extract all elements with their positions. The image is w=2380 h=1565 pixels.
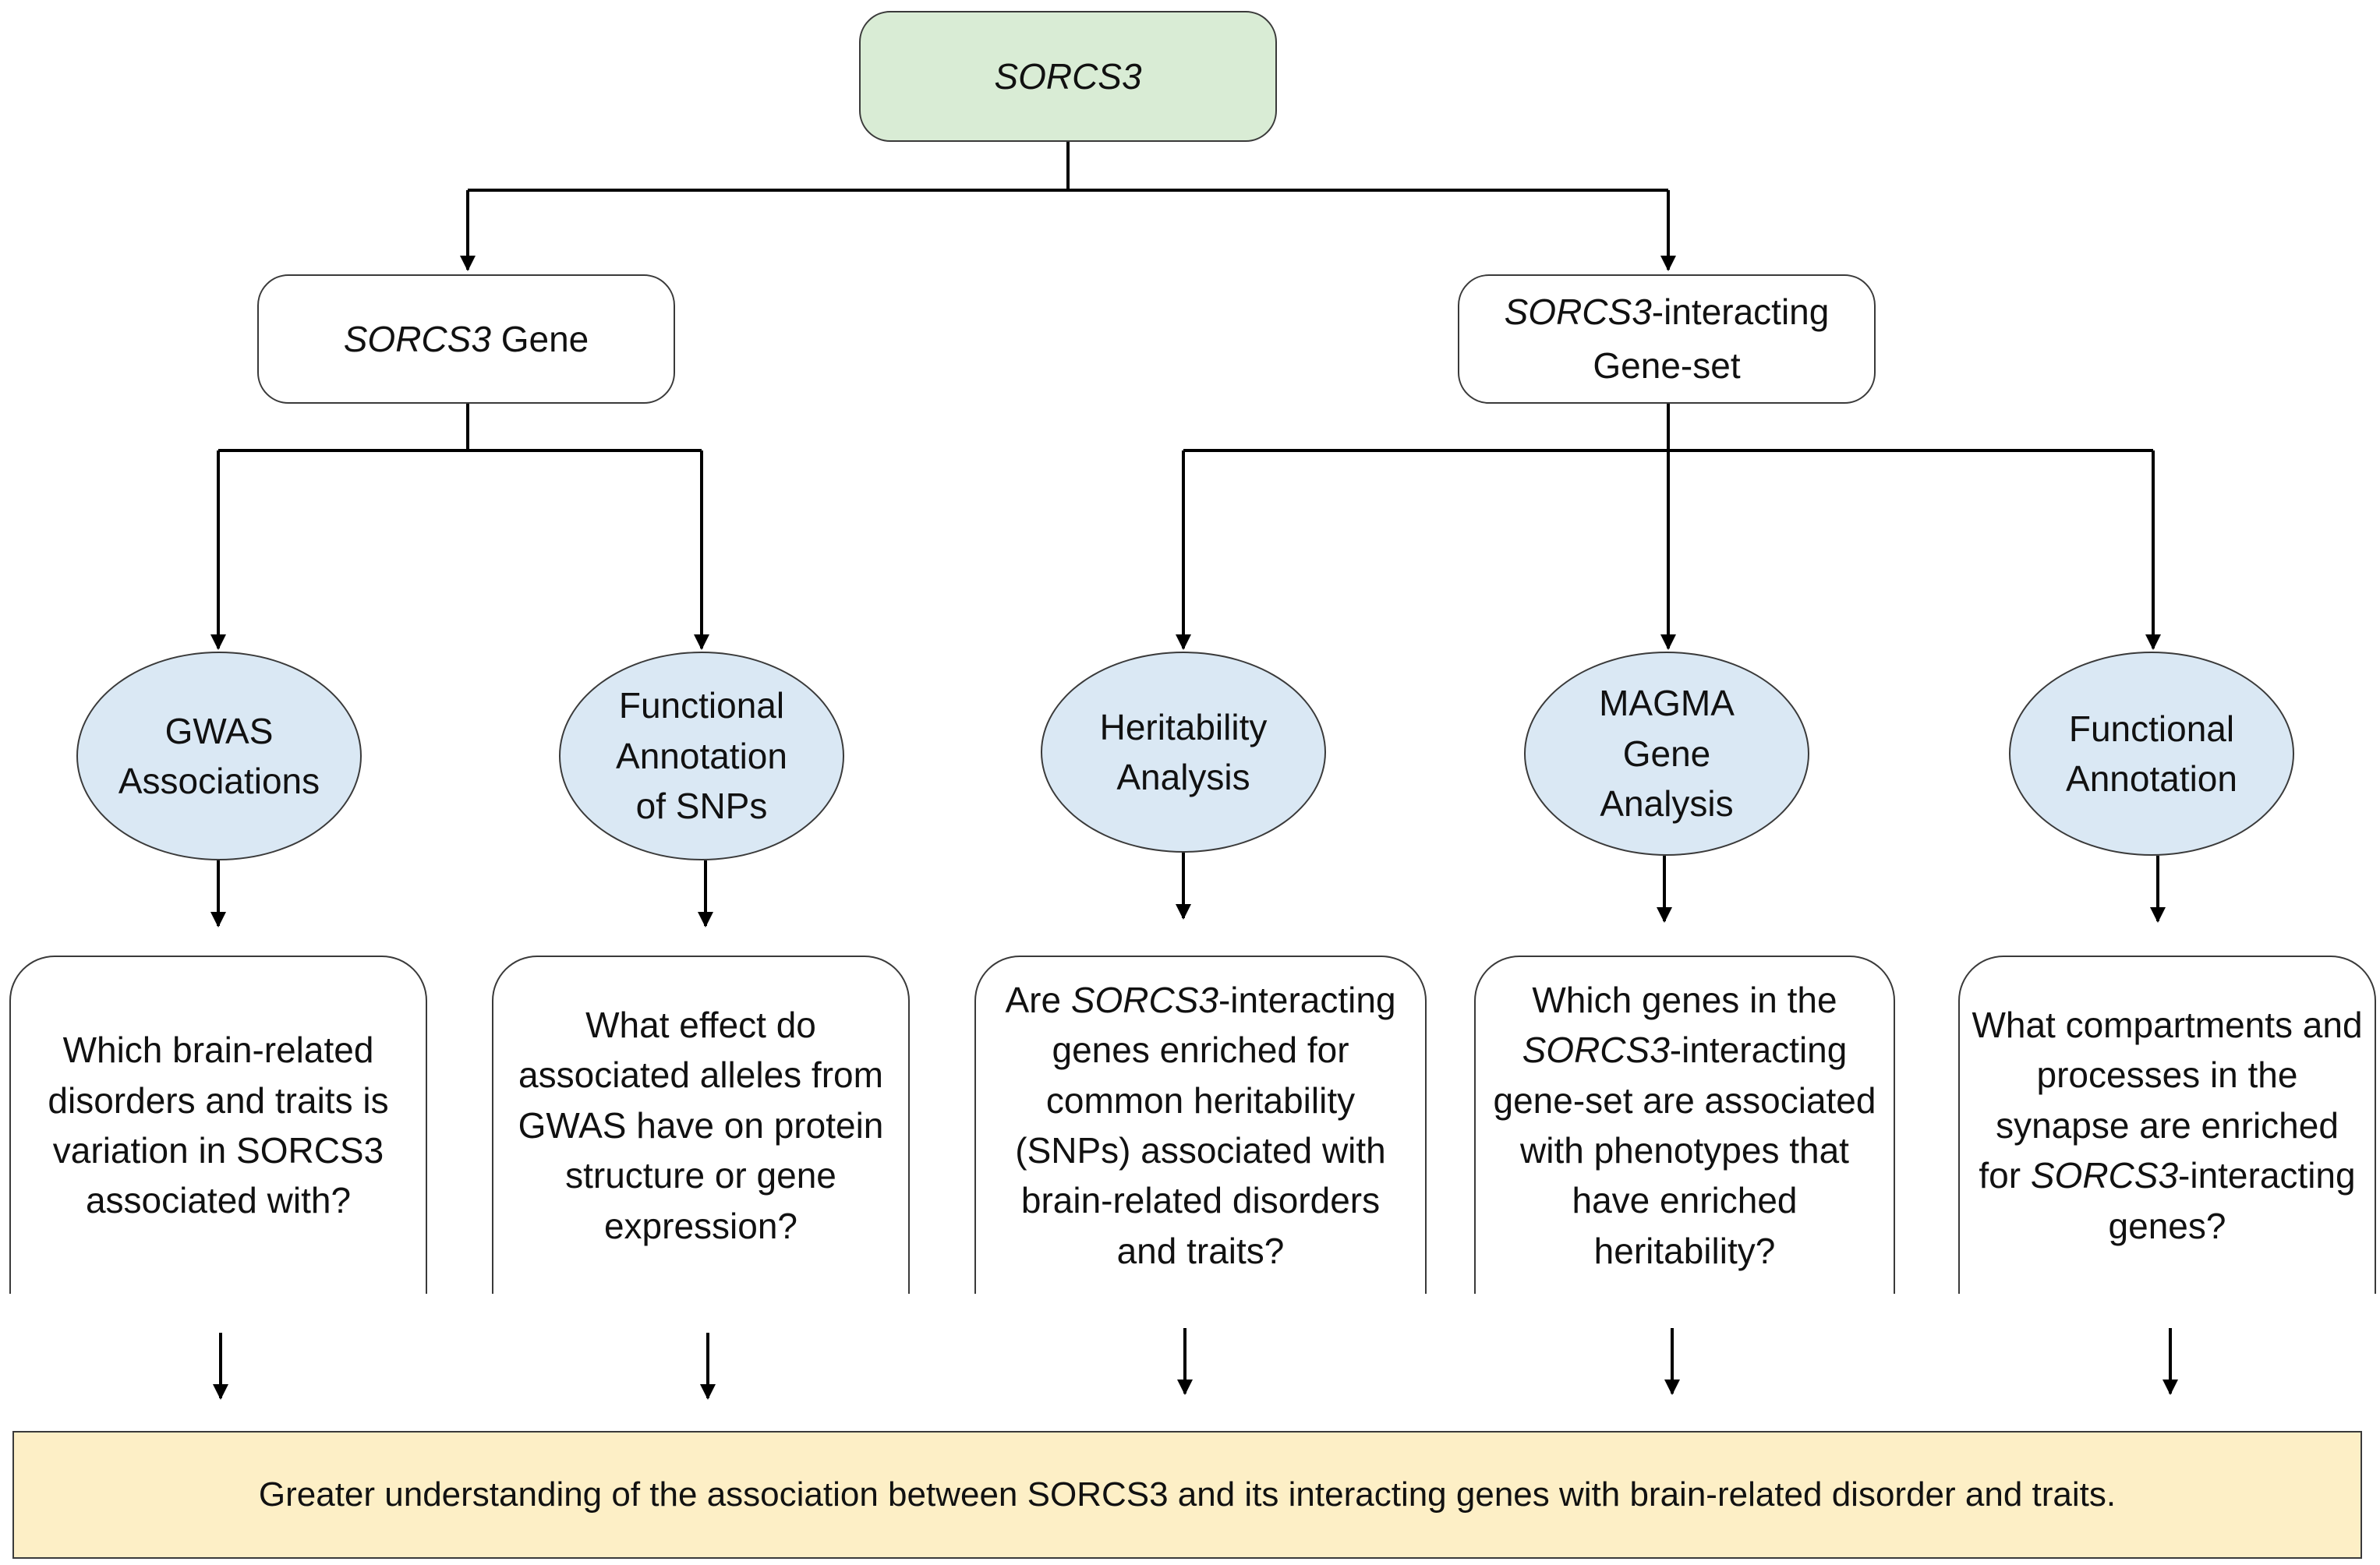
analysis-functional-annotation-of-snps: Functional Annotation of SNPs (559, 652, 844, 860)
analysis-magma-label: MAGMA Gene Analysis (1599, 683, 1735, 825)
analysis-functional-annotation: Functional Annotation (2009, 652, 2294, 856)
question-2-before: What effect do associated alleles from G… (518, 1005, 884, 1246)
branch-gene-set-line1: SORCS3-interacting (1505, 285, 1830, 339)
branch-node-sorcs3-gene-set: SORCS3-interacting Gene-set (1458, 274, 1876, 404)
analysis-snp-annotation-label: Functional Annotation of SNPs (616, 685, 787, 827)
question-1-before: Which brain-related disorders and traits… (48, 1030, 389, 1221)
branch-gene-label-rest: Gene (490, 318, 589, 359)
question-4-after: -interacting gene-set are associated wit… (1493, 1030, 1876, 1271)
branch-gene-label-wrap: SORCS3 Gene (344, 313, 589, 366)
branch-gene-set-line2: Gene-set (1593, 345, 1741, 386)
analysis-heritability: Heritability Analysis (1041, 652, 1326, 853)
root-node-sorcs3: SORCS3 (859, 11, 1277, 142)
analysis-gwas-label: GWAS Associations (118, 710, 320, 801)
question-4-text: Which genes in the SORCS3-interacting ge… (1487, 975, 1883, 1276)
branch-gene-label-italic: SORCS3 (343, 318, 491, 359)
question-3-before: Are (1005, 979, 1071, 1020)
question-1-text: Which brain-related disorders and traits… (22, 1025, 415, 1226)
question-2-text: What effect do associated alleles from G… (504, 1000, 897, 1251)
analysis-heritability-label: Heritability Analysis (1099, 706, 1268, 797)
question-3-after: -interacting genes enriched for common h… (1015, 979, 1396, 1271)
question-3-text: Are SORCS3-interacting genes enriched fo… (987, 975, 1414, 1276)
connector-gene-split (218, 404, 702, 452)
outcome-label: Greater understanding of the association… (258, 1475, 2117, 1514)
analysis-magma-gene: MAGMA Gene Analysis (1524, 652, 1809, 856)
branch-gene-set-label-rest: -interacting (1651, 291, 1830, 332)
question-5-italic: SORCS3 (2030, 1155, 2179, 1196)
branch-node-sorcs3-gene: SORCS3 Gene (257, 274, 675, 404)
connector-root-to-branches (468, 142, 1668, 192)
branch-gene-set-label-italic: SORCS3 (1504, 291, 1652, 332)
question-5-after: -interacting genes? (2108, 1155, 2356, 1246)
question-box-2: What effect do associated alleles from G… (492, 956, 910, 1294)
question-4-before: Which genes in the (1532, 979, 1837, 1020)
question-5-text: What compartments and processes in the s… (1971, 1000, 2364, 1251)
question-box-1: Which brain-related disorders and traits… (9, 956, 427, 1294)
question-box-3: Are SORCS3-interacting genes enriched fo… (974, 956, 1427, 1294)
question-4-italic: SORCS3 (1522, 1030, 1670, 1071)
analysis-functional-annotation-label: Functional Annotation (2066, 708, 2237, 799)
question-box-5: What compartments and processes in the s… (1958, 956, 2376, 1294)
root-label: SORCS3 (994, 55, 1142, 97)
analysis-gwas-associations: GWAS Associations (76, 652, 362, 860)
question-5-before: What compartments and processes in the s… (1972, 1005, 2363, 1196)
question-box-4: Which genes in the SORCS3-interacting ge… (1474, 956, 1895, 1294)
outcome-banner: Greater understanding of the association… (12, 1431, 2362, 1559)
question-3-italic: SORCS3 (1070, 979, 1218, 1020)
